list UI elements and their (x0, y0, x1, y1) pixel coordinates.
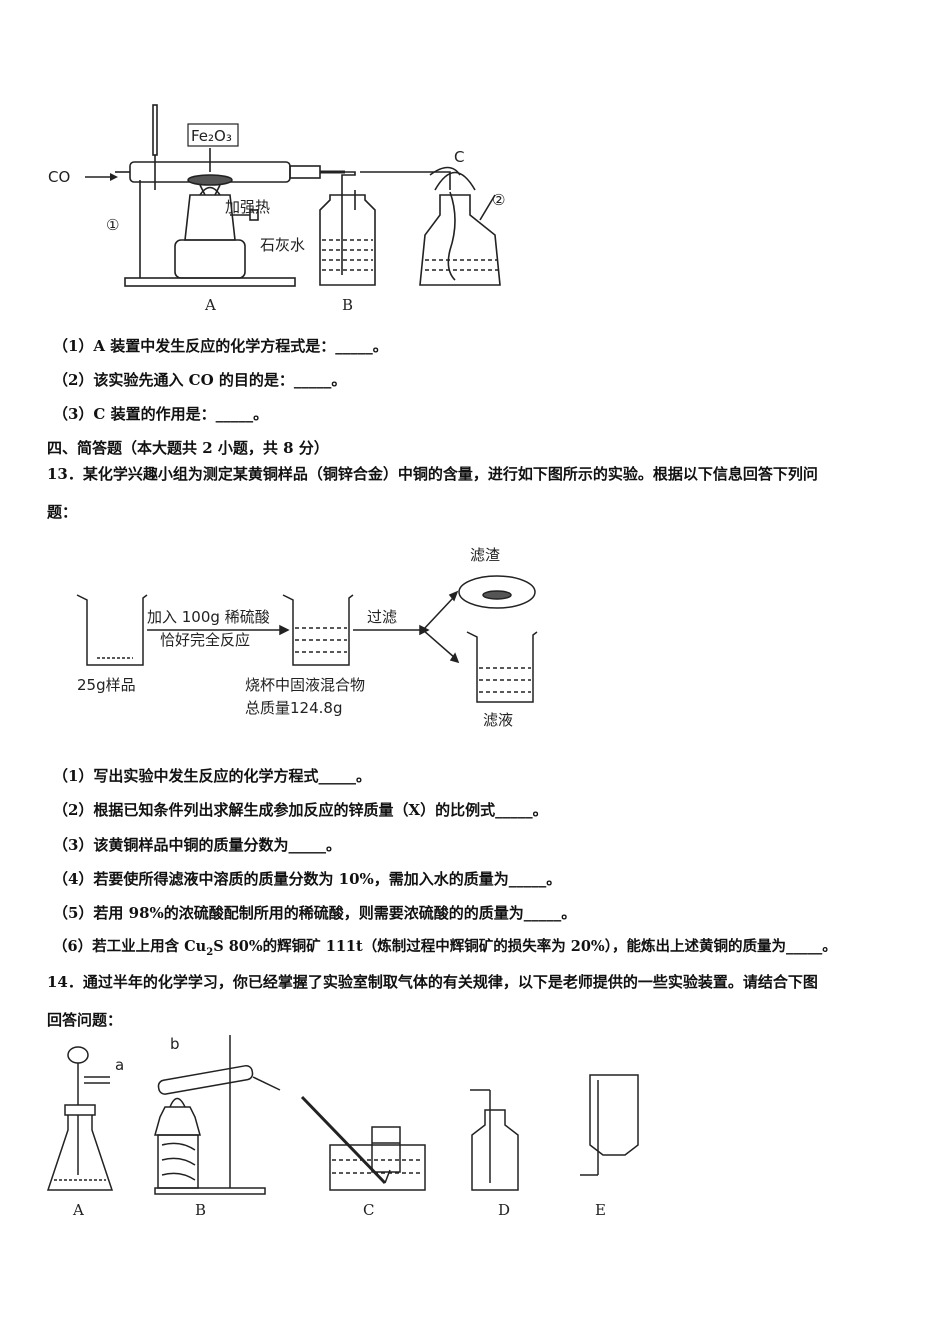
q14-stem-line2: 回答问题： (47, 1011, 123, 1029)
fe2o3-label: Fe₂O₃ (191, 127, 232, 145)
filtrate-label: 滤液 (483, 711, 513, 729)
q13-stem-line2: 题： (47, 503, 78, 521)
add-acid-label: 加入 100g 稀硫酸 (147, 608, 270, 626)
q13-stem-line1: 13．某化学兴趣小组为测定某黄铜样品（铜锌合金）中铜的含量，进行如下图所示的实验… (47, 465, 818, 483)
circle1-label: ① (106, 216, 119, 234)
q12-part3: （3）C 装置的作用是：_____。 (53, 405, 269, 423)
q13-part1: （1）写出实验中发生反应的化学方程式_____。 (53, 767, 371, 785)
q13-part6-a: （6）若工业上用含 Cu (53, 938, 207, 955)
mixture-label-1: 烧杯中固液混合物 (245, 676, 365, 694)
apparatus-b-label: B (195, 1201, 206, 1219)
gas-apparatus-figure: a b A B C D E (46, 1035, 639, 1219)
q13-part2: （2）根据已知条件列出求解生成参加反应的锌质量（X）的比例式_____。 (53, 801, 548, 819)
q13-part6: （6）若工业上用含 Cu2S 80%的辉铜矿 111t（炼制过程中辉铜矿的损失率… (53, 937, 837, 963)
q13-part4: （4）若要使所得滤液中溶质的质量分数为 10%，需加入水的质量为_____。 (53, 870, 562, 888)
circle2-label: ② (492, 191, 505, 209)
q12-part1: （1）A 装置中发生反应的化学方程式是：_____。 (53, 337, 388, 355)
heat-label: 加强热 (225, 198, 270, 216)
filter-label: 过滤 (367, 608, 397, 626)
mixture-label-2: 总质量124.8g (245, 699, 342, 717)
c-label: C (454, 148, 464, 166)
brass-experiment-figure: 滤渣 加入 100g 稀硫酸 恰好完全反应 过滤 25g样品 烧杯中固液混合物 … (76, 546, 538, 729)
a-label: A (204, 296, 216, 314)
q13-part3: （3）该黄铜样品中铜的质量分数为_____。 (53, 836, 341, 854)
q12-part2: （2）该实验先通入 CO 的目的是：_____。 (53, 371, 347, 389)
limewater-label: 石灰水 (260, 236, 305, 254)
apparatus-b-small-label: b (170, 1035, 180, 1053)
q13-part5: （5）若用 98%的浓硫酸配制所用的稀硫酸，则需要浓硫酸的的质量为_____。 (53, 904, 577, 922)
section-4-heading: 四、简答题（本大题共 2 小题，共 8 分） (47, 439, 329, 457)
apparatus-e-label: E (595, 1201, 606, 1219)
apparatus-c-label: C (363, 1201, 374, 1219)
q13-part6-subscript: 2 (206, 946, 214, 958)
apparatus-d-label: D (498, 1201, 510, 1219)
q14-stem-line1: 14．通过半年的化学学习，你已经掌握了实验室制取气体的有关规律，以下是老师提供的… (47, 973, 818, 991)
q13-part6-b: S 80%的辉铜矿 111t（炼制过程中辉铜矿的损失率为 20%），能炼出上述黄… (213, 938, 837, 955)
react-label: 恰好完全反应 (160, 631, 250, 649)
apparatus-a-small-label: a (115, 1056, 124, 1074)
b-label: B (342, 296, 353, 314)
residue-label: 滤渣 (470, 546, 500, 564)
apparatus-a-label: A (72, 1201, 84, 1219)
co-reduction-apparatus-figure: CO Fe₂O₃ 加强热 ① ② 石灰水 C A B (48, 104, 505, 314)
sample-label: 25g样品 (77, 676, 136, 694)
co-label: CO (48, 168, 70, 186)
